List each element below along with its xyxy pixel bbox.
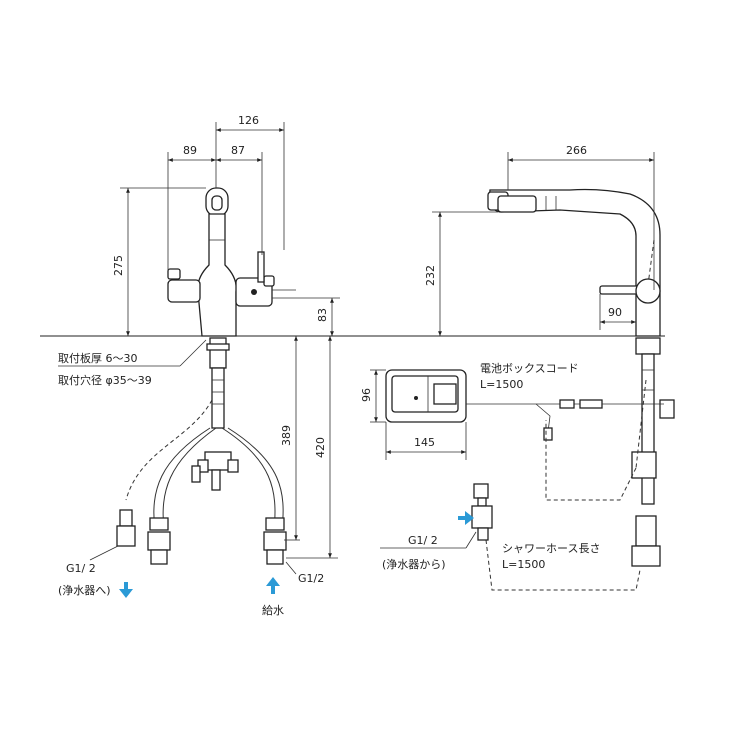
dim-275: 275 bbox=[112, 255, 125, 276]
dim-89: 89 bbox=[183, 144, 197, 157]
faucet-front-view bbox=[116, 187, 296, 565]
mount-thickness-label: 取付板厚 6～30 bbox=[58, 351, 138, 365]
dimension-lines-box bbox=[370, 369, 467, 460]
up-arrow-icon bbox=[266, 577, 280, 594]
shower-hose-path bbox=[545, 420, 637, 501]
dim-145: 145 bbox=[414, 436, 435, 449]
down-arrow-icon bbox=[119, 582, 133, 598]
purifier-hose-path bbox=[485, 539, 641, 591]
shower-hose-label: シャワーホース長さ bbox=[502, 542, 600, 555]
dimension-lines-right bbox=[432, 152, 655, 336]
dim-420: 420 bbox=[314, 437, 327, 458]
battery-cord-label: 電池ボックスコード bbox=[480, 362, 579, 375]
battery-box bbox=[385, 369, 664, 441]
water-supply-label: 給水 bbox=[262, 603, 284, 617]
mount-hole-label: 取付穴径 φ35～39 bbox=[58, 373, 152, 387]
dim-389: 389 bbox=[280, 425, 293, 446]
shower-hose-length: L=1500 bbox=[502, 558, 545, 571]
from-purifier-label: (浄水器から) bbox=[382, 557, 446, 571]
purifier-inlet-fitting bbox=[471, 483, 493, 541]
battery-cord-length: L=1500 bbox=[480, 378, 523, 391]
right-arrow-icon bbox=[458, 511, 474, 525]
dim-96: 96 bbox=[360, 388, 373, 402]
g12-left-label: G1/ 2 bbox=[66, 562, 96, 575]
dim-83: 83 bbox=[316, 308, 329, 322]
dim-87: 87 bbox=[231, 144, 245, 157]
dim-232: 232 bbox=[424, 265, 437, 286]
g12-center-label: G1/ 2 bbox=[408, 534, 438, 547]
dim-126: 126 bbox=[238, 114, 259, 127]
faucet-side-view bbox=[487, 188, 675, 567]
dim-90: 90 bbox=[608, 306, 622, 319]
g12-right-label: G1/2 bbox=[298, 572, 324, 585]
to-purifier-label: (浄水器へ) bbox=[58, 583, 111, 597]
dimension-lines-left bbox=[58, 122, 340, 559]
dim-266: 266 bbox=[566, 144, 587, 157]
